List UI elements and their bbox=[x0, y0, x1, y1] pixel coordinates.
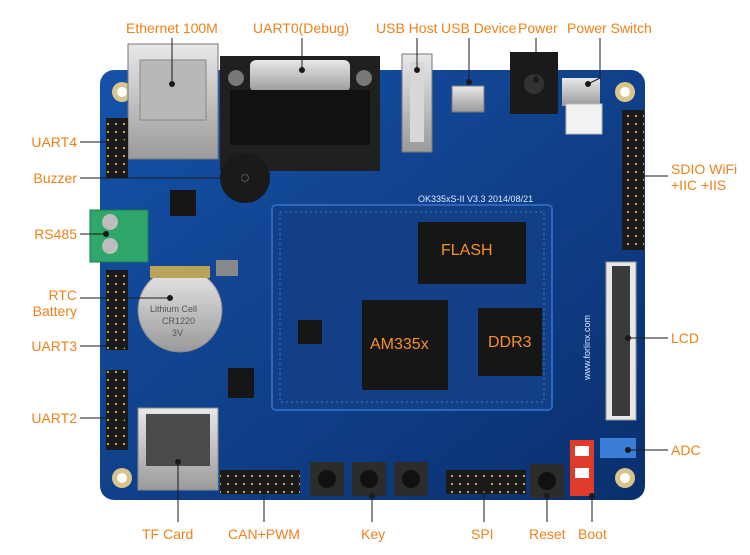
label-usb-host: USB Host bbox=[376, 20, 438, 36]
label-boot: Boot bbox=[578, 526, 607, 542]
callout-lines bbox=[80, 38, 668, 522]
label-rs485: RS485 bbox=[34, 226, 77, 242]
flash-label: FLASH bbox=[441, 242, 493, 259]
label-power-switch: Power Switch bbox=[567, 20, 652, 36]
battery-text-2: CR1220 bbox=[162, 316, 195, 326]
label-reset: Reset bbox=[529, 526, 566, 542]
label-spi: SPI bbox=[471, 526, 494, 542]
label-sdio: SDIO WiFi bbox=[671, 161, 738, 177]
uart3-header bbox=[106, 270, 128, 350]
flash-chip bbox=[418, 222, 526, 284]
adc-pot bbox=[600, 438, 636, 458]
label-uart0: UART0(Debug) bbox=[253, 20, 350, 36]
ddr3-label: DDR3 bbox=[488, 334, 532, 351]
label-uart4: UART4 bbox=[31, 134, 77, 150]
label-can-pwm: CAN+PWM bbox=[228, 526, 300, 542]
power-switch bbox=[562, 78, 600, 106]
brand-text: www.forlinx.com bbox=[582, 315, 592, 381]
sdio-header bbox=[622, 110, 644, 250]
uart2-header bbox=[106, 370, 128, 450]
label-uart3: UART3 bbox=[31, 338, 77, 354]
label-adc: ADC bbox=[671, 442, 701, 458]
usb-device-port bbox=[451, 85, 485, 113]
ddr3-chip bbox=[478, 308, 542, 376]
label-iic-iis: +IIC +IIS bbox=[671, 177, 727, 193]
label-battery: Battery bbox=[32, 303, 77, 319]
battery-text-3: 3V bbox=[172, 328, 183, 338]
label-key: Key bbox=[361, 526, 386, 542]
label-rtc: RTC bbox=[48, 287, 77, 303]
label-ethernet: Ethernet 100M bbox=[126, 20, 218, 36]
battery-text-1: Lithium Cell bbox=[150, 304, 197, 314]
am335x-chip bbox=[362, 300, 448, 390]
uart4-header bbox=[106, 118, 128, 178]
board-id: OK335xS-II V3.3 2014/08/21 bbox=[418, 194, 533, 204]
label-uart2: UART2 bbox=[31, 410, 77, 426]
label-lcd: LCD bbox=[671, 330, 700, 346]
can-pwm-header bbox=[220, 470, 300, 494]
label-usb-device: USB Device bbox=[441, 20, 517, 36]
am335x-label: AM335x bbox=[370, 336, 429, 353]
rs485-terminal bbox=[89, 209, 149, 263]
label-buzzer: Buzzer bbox=[33, 170, 77, 186]
label-power: Power bbox=[518, 20, 558, 36]
label-tf-card: TF Card bbox=[142, 526, 194, 542]
